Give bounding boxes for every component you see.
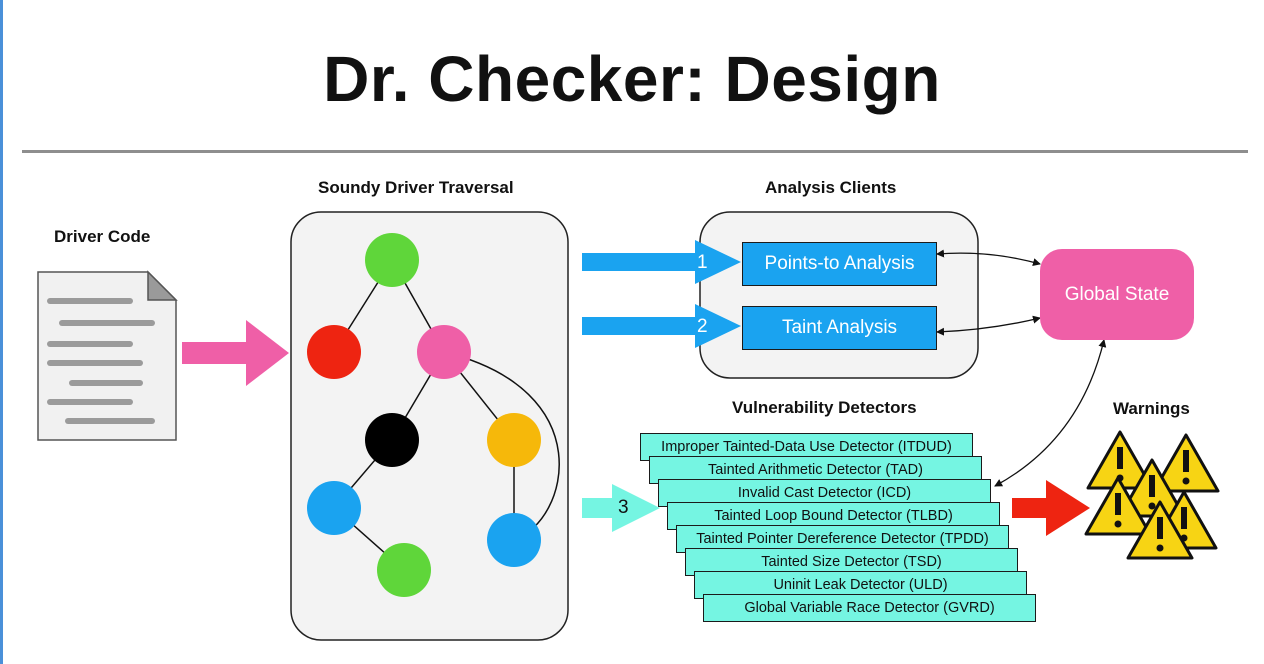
red-arrow	[1012, 480, 1090, 536]
arrow-number-2: 2	[697, 316, 708, 337]
cyan-arrow-3	[582, 484, 660, 532]
warnings-label: Warnings	[1113, 399, 1190, 418]
taint-global-arrow	[936, 315, 1041, 336]
traversal-label: Soundy Driver Traversal	[318, 178, 514, 197]
warning-icons-cluster	[1084, 430, 1220, 560]
graph-node-green-bottom	[377, 543, 431, 597]
global-state-box: Global State	[1040, 249, 1194, 340]
pink-arrow	[182, 320, 289, 386]
taint-analysis-box: Taint Analysis	[742, 306, 937, 350]
driver-code-label: Driver Code	[54, 227, 151, 246]
points-to-global-arrow	[936, 249, 1041, 266]
arrow-number-3: 3	[618, 497, 629, 518]
detectors-global-arrow	[994, 339, 1107, 487]
document-icon	[37, 270, 178, 441]
analysis-clients-label: Analysis Clients	[765, 178, 897, 197]
graph-node-green-top	[365, 233, 419, 287]
graph-node-yellow	[487, 413, 541, 467]
graph-node-red	[307, 325, 361, 379]
graph-node-pink	[417, 325, 471, 379]
left-edge-line	[0, 0, 3, 664]
graph-node-blue-left	[307, 481, 361, 535]
analysis-clients-container	[699, 211, 979, 379]
warning-icon	[1126, 500, 1194, 560]
graph-node-blue-right	[487, 513, 541, 567]
title-divider	[22, 150, 1248, 153]
points-to-analysis-box: Points-to Analysis	[742, 242, 937, 286]
vulnerability-detectors-label: Vulnerability Detectors	[732, 398, 917, 417]
warning-icon	[1152, 433, 1220, 493]
blue-arrow-2	[582, 304, 741, 348]
slide-title: Dr. Checker: Design	[323, 43, 941, 115]
warning-icon	[1084, 476, 1152, 536]
graph-node-black	[365, 413, 419, 467]
arrow-number-1: 1	[697, 252, 708, 273]
blue-arrow-1	[582, 240, 741, 284]
detector-box: Global Variable Race Detector (GVRD)	[703, 594, 1036, 622]
